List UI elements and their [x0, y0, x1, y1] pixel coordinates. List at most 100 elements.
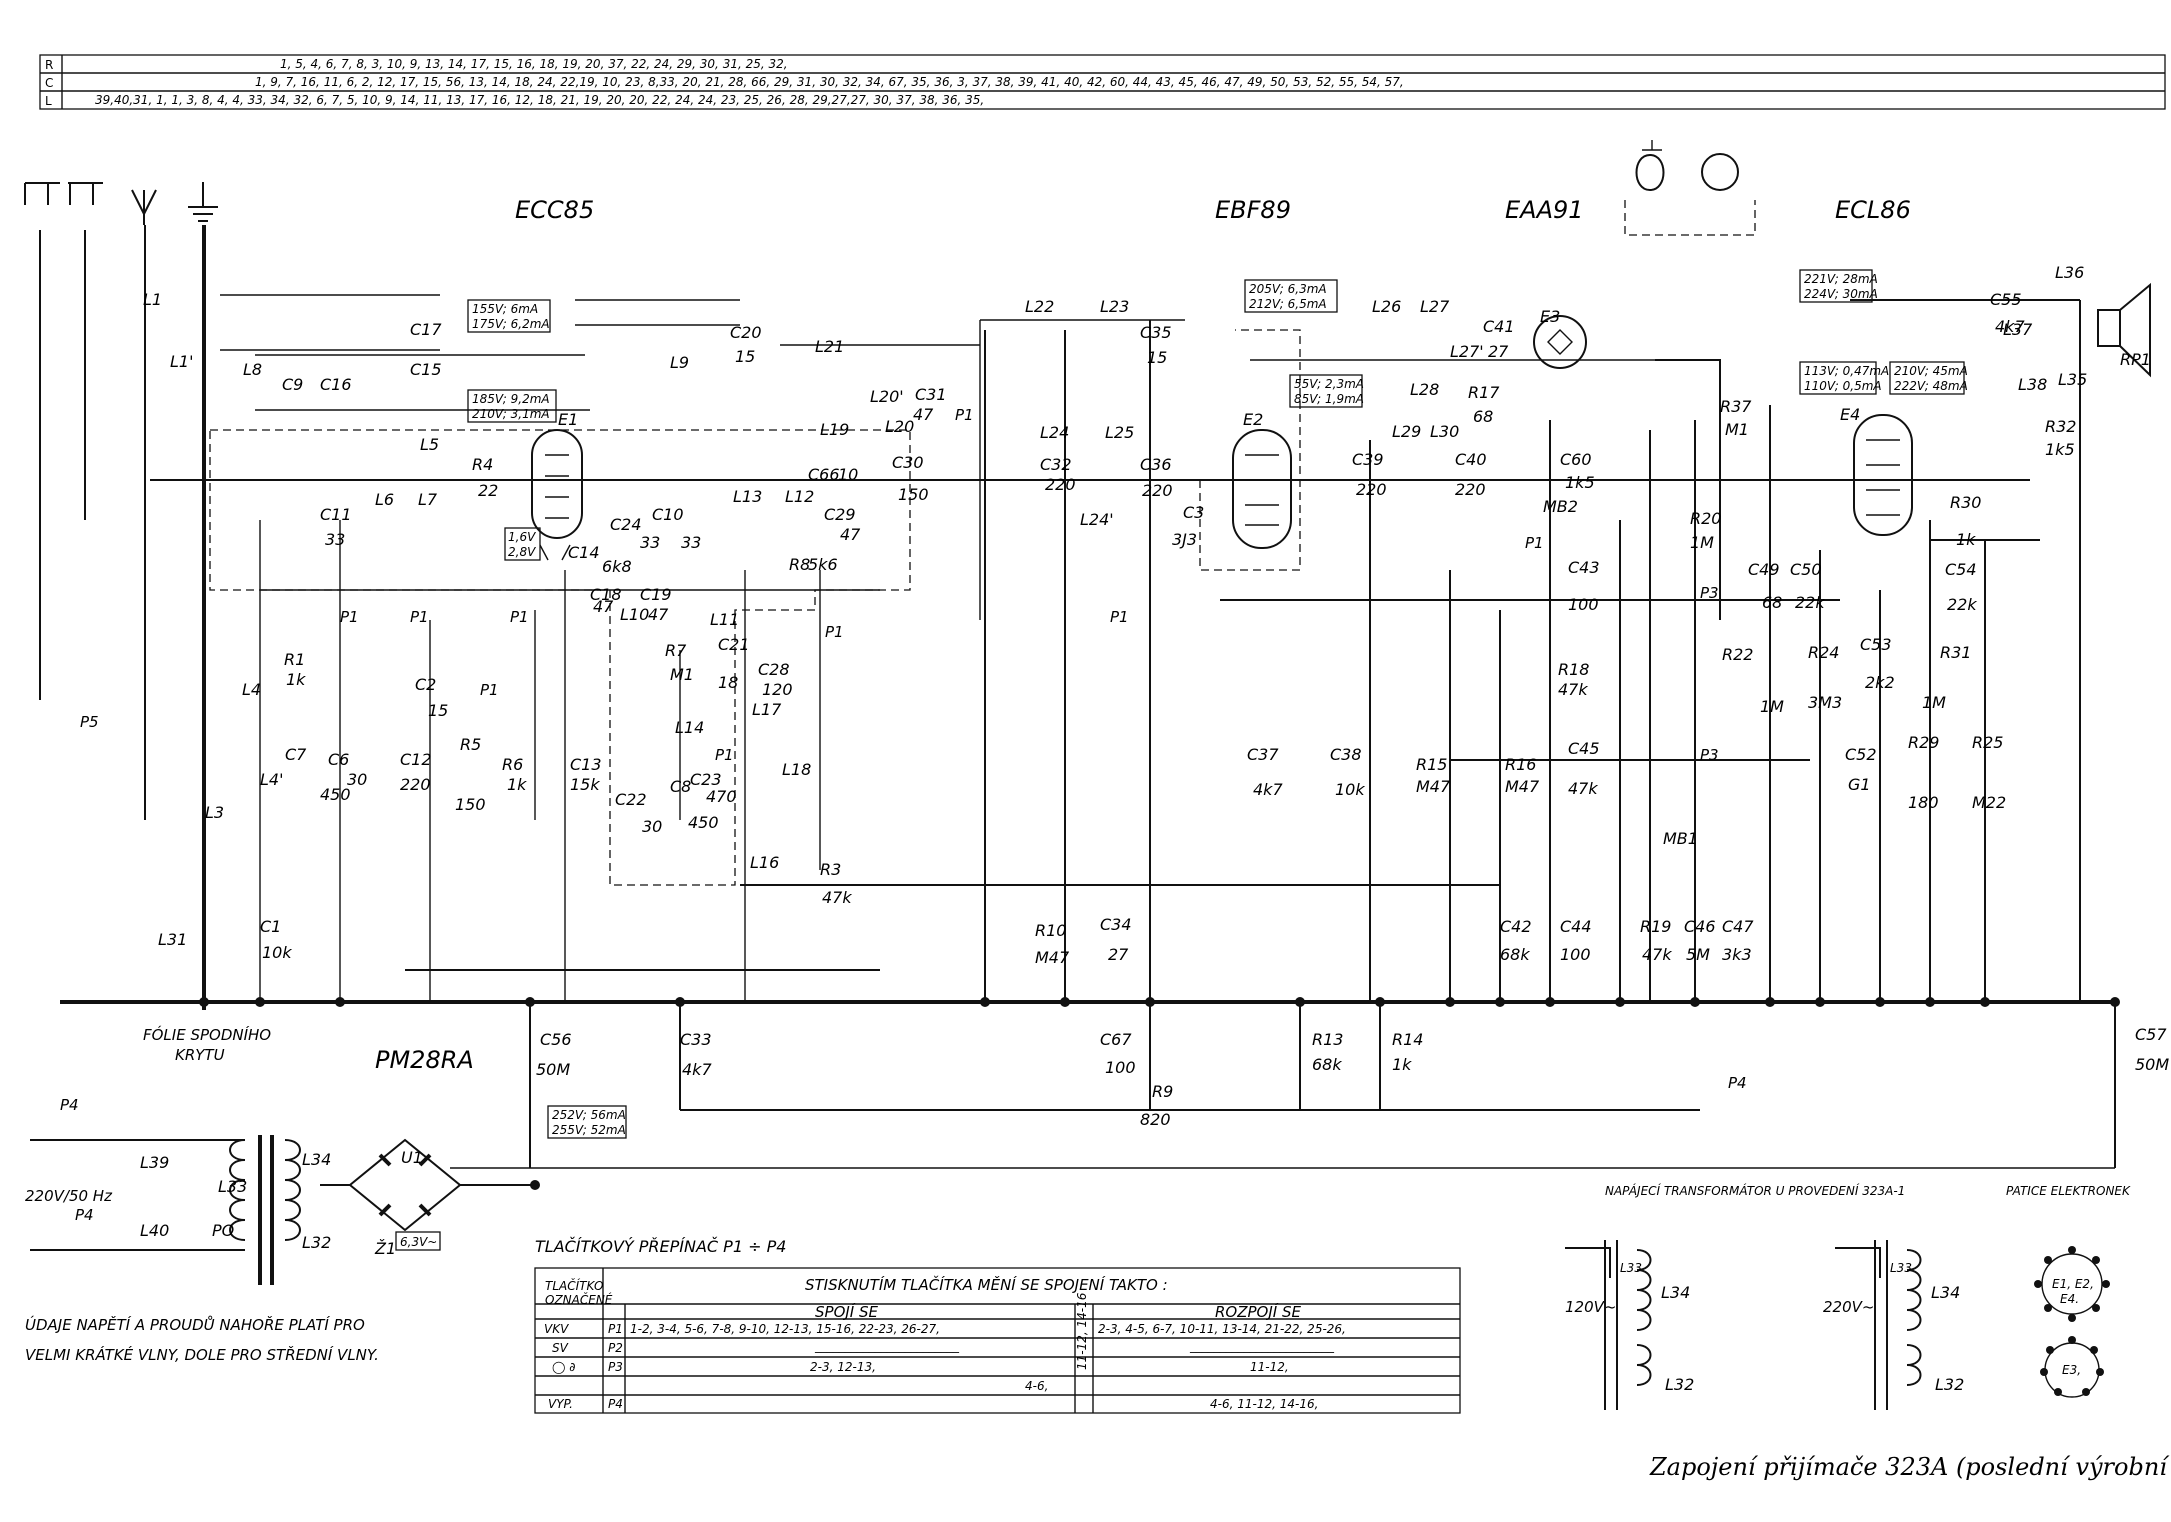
svg-text:252V; 56mA: 252V; 56mA	[552, 1108, 626, 1122]
svg-text:R13: R13	[1312, 1030, 1343, 1049]
svg-text:4-6,: 4-6,	[1025, 1379, 1048, 1393]
svg-text:TLAČÍTKO: TLAČÍTKO	[545, 1278, 603, 1293]
svg-text:MB2: MB2	[1543, 497, 1578, 516]
svg-text:1k: 1k	[507, 775, 527, 794]
svg-text:STISKNUTÍM TLAČÍTKA MĚNÍ SE SP: STISKNUTÍM TLAČÍTKA MĚNÍ SE SPOJENÍ TAKT…	[805, 1275, 1168, 1294]
svg-text:27: 27	[1488, 342, 1509, 361]
svg-text:15: 15	[428, 701, 448, 720]
svg-text:C29: C29	[824, 505, 856, 524]
svg-text:P3: P3	[1700, 584, 1719, 602]
svg-text:C32: C32	[1040, 455, 1072, 474]
svg-text:185V; 9,2mA: 185V; 9,2mA	[472, 392, 550, 406]
svg-text:L11: L11	[710, 610, 739, 629]
svg-text:C13: C13	[570, 755, 602, 774]
svg-text:M1: M1	[670, 665, 694, 684]
svg-text:MB1: MB1	[1663, 829, 1698, 848]
svg-text:L1: L1	[143, 290, 162, 309]
svg-text:FÓLIE SPODNÍHO: FÓLIE SPODNÍHO	[143, 1025, 271, 1044]
svg-text:L9: L9	[670, 353, 689, 372]
svg-text:22: 22	[478, 481, 498, 500]
svg-text:L3: L3	[205, 803, 224, 822]
svg-text:P1: P1	[955, 406, 974, 424]
svg-text:2,8V: 2,8V	[508, 545, 536, 559]
svg-text:30: 30	[642, 817, 662, 836]
grid-c-values: 1, 9, 7, 16, 11, 6, 2, 12, 17, 15, 56, 1…	[255, 75, 1404, 89]
svg-text:C22: C22	[615, 790, 647, 809]
svg-text:C16: C16	[320, 375, 352, 394]
svg-text:3M3: 3M3	[1808, 693, 1842, 712]
svg-text:C53: C53	[1860, 635, 1892, 654]
svg-text:P1: P1	[410, 608, 429, 626]
svg-text:L1': L1'	[170, 352, 194, 371]
svg-text:110V; 0,5mA: 110V; 0,5mA	[1804, 379, 1882, 393]
svg-text:L7: L7	[418, 490, 438, 509]
svg-text:47k: 47k	[1642, 945, 1672, 964]
svg-text:KRYTU: KRYTU	[175, 1046, 225, 1064]
svg-text:L5: L5	[420, 435, 439, 454]
svg-text:C1: C1	[260, 917, 281, 936]
svg-text:L23: L23	[1100, 297, 1129, 316]
reference-grid: R C L 1, 5, 4, 6, 7, 8, 3, 10, 9,	[39, 54, 2166, 110]
svg-text:18: 18	[718, 673, 738, 692]
svg-text:L32: L32	[1935, 1375, 1964, 1394]
svg-text:E2: E2	[1243, 410, 1263, 429]
svg-text:85V; 1,9mA: 85V; 1,9mA	[1294, 392, 1364, 406]
svg-text:L36: L36	[2055, 263, 2084, 282]
svg-text:L35: L35	[2058, 370, 2087, 389]
svg-text:L38: L38	[2018, 375, 2047, 394]
svg-text:1k5: 1k5	[1565, 473, 1595, 492]
svg-text:L26: L26	[1372, 297, 1401, 316]
svg-text:C38: C38	[1330, 745, 1362, 764]
svg-text:22k: 22k	[1947, 595, 1977, 614]
svg-text:P1: P1	[825, 623, 844, 641]
svg-text:L25: L25	[1105, 423, 1134, 442]
svg-text:P4: P4	[60, 1096, 79, 1114]
tube-e2	[1232, 429, 1292, 549]
svg-text:47: 47	[593, 597, 614, 616]
svg-text:C34: C34	[1100, 915, 1132, 934]
svg-text:220: 220	[1045, 475, 1076, 494]
svg-text:L4': L4'	[260, 770, 284, 789]
svg-text:255V; 52mA: 255V; 52mA	[552, 1123, 626, 1137]
svg-text:R37: R37	[1720, 397, 1752, 416]
svg-text:P1: P1	[715, 746, 734, 764]
svg-text:L8: L8	[243, 360, 262, 379]
svg-text:L6: L6	[375, 490, 394, 509]
svg-text:C35: C35	[1140, 323, 1172, 342]
svg-text:1k5: 1k5	[2045, 440, 2075, 459]
svg-text:68k: 68k	[1312, 1055, 1342, 1074]
svg-text:27: 27	[1108, 945, 1129, 964]
svg-text:E1: E1	[558, 410, 578, 429]
svg-text:470: 470	[706, 787, 737, 806]
svg-text:M1: M1	[1725, 420, 1749, 439]
svg-text:L19: L19	[820, 420, 849, 439]
svg-text:VYP.: VYP.	[548, 1397, 573, 1411]
svg-text:30: 30	[347, 770, 367, 789]
speaker-icon	[2097, 282, 2151, 378]
svg-text:4k7: 4k7	[1253, 780, 1283, 799]
wiring	[60, 294, 2116, 1169]
svg-text:P3: P3	[608, 1360, 623, 1374]
svg-text:4-6, 11-12, 14-16,: 4-6, 11-12, 14-16,	[1210, 1397, 1318, 1411]
svg-text:15: 15	[1147, 348, 1167, 367]
svg-text:C2: C2	[415, 675, 436, 694]
svg-text:47k: 47k	[1558, 680, 1588, 699]
svg-text:155V; 6mA: 155V; 6mA	[472, 302, 538, 316]
svg-text:E3: E3	[1540, 307, 1560, 326]
svg-text:NAPÁJECÍ TRANSFORMÁTOR U PROVE: NAPÁJECÍ TRANSFORMÁTOR U PROVEDENÍ 323A-…	[1605, 1183, 1905, 1198]
svg-text:C40: C40	[1455, 450, 1487, 469]
svg-text:L24': L24'	[1080, 510, 1114, 529]
svg-text:L12: L12	[785, 487, 814, 506]
svg-text:M47: M47	[1035, 948, 1070, 967]
svg-text:P1: P1	[510, 608, 529, 626]
svg-text:L34: L34	[1661, 1283, 1690, 1302]
svg-text:222V; 48mA: 222V; 48mA	[1894, 379, 1968, 393]
svg-text:C8: C8	[670, 777, 691, 796]
svg-text:205V; 6,3mA: 205V; 6,3mA	[1249, 282, 1327, 296]
svg-text:________________________: ________________________	[1189, 1339, 1335, 1353]
svg-text:100: 100	[1568, 595, 1599, 614]
svg-text:1-2, 3-4, 5-6, 7-8, 9-10,: 1-2, 3-4, 5-6, 7-8, 9-10, 12-13, 15-16, …	[630, 1322, 940, 1336]
svg-text:820: 820	[1140, 1110, 1171, 1129]
svg-text:1M: 1M	[1690, 533, 1714, 552]
svg-text:4k7: 4k7	[682, 1060, 712, 1079]
